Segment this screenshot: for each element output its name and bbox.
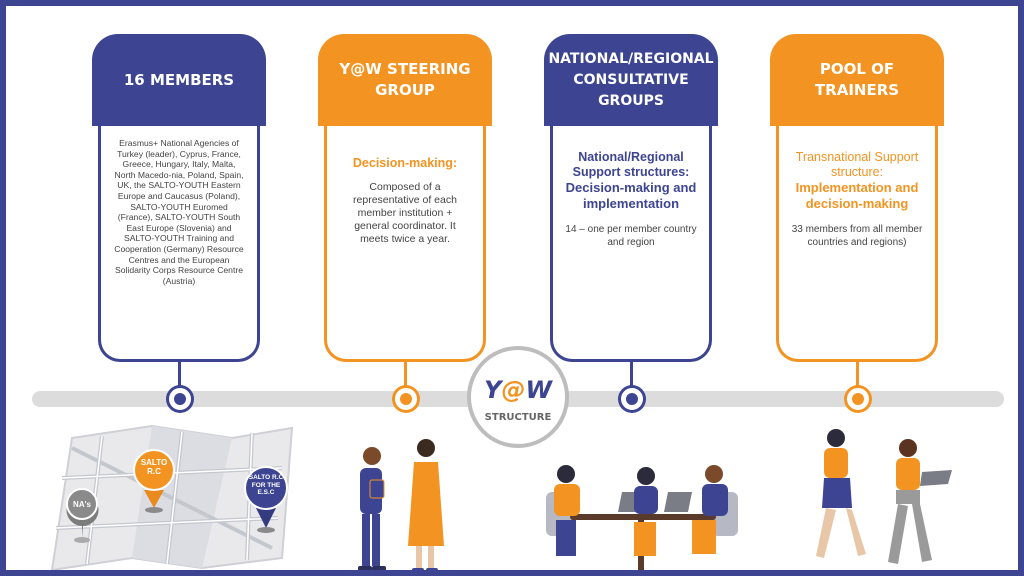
timeline-node-members: [169, 388, 191, 410]
card-steering-group-heading: Decision-making:: [352, 156, 458, 170]
timeline-node-pool-of-trainers: [847, 388, 869, 410]
timeline-node-consultative-groups: [621, 388, 643, 410]
card-steering-group-body: Decision-making: Composed of a represent…: [324, 126, 486, 362]
svg-text:NA's: NA's: [73, 500, 91, 509]
card-pool-of-trainers-title: POOL OF TRAINERS: [770, 34, 944, 126]
map-pin-salto-rc: SALTO R.C: [133, 449, 175, 513]
map-pin-salto-esc: SALTO R.C FOR THE E.S.C: [244, 466, 288, 533]
card-steering-group-description: Composed of a representative of each mem…: [353, 181, 457, 245]
card-members-title: 16 MEMBERS: [92, 34, 266, 126]
card-pool-of-trainers-stem: [856, 362, 859, 392]
card-steering-group-stem: [404, 362, 407, 392]
card-steering-group-title: Y@W STEERING GROUP: [318, 34, 492, 126]
map-pin-nas: NA's: [66, 488, 99, 543]
logo-subtitle: STRUCTURE: [484, 412, 552, 423]
card-members-stem: [178, 362, 181, 392]
logo-wordmark: Y@W: [484, 376, 552, 404]
card-consultative-groups-stem: [630, 362, 633, 392]
card-consultative-groups-heading: National/Regional Support structures:: [572, 150, 690, 179]
yaw-structure-logo: Y@W STRUCTURE: [467, 346, 569, 448]
illustration-trainers: [816, 429, 952, 564]
card-consultative-groups-title: NATIONAL/REGIONAL CONSULTATIVE GROUPS: [544, 34, 718, 126]
card-pool-of-trainers-description: 33 members from all member countries and…: [791, 224, 923, 248]
timeline-node-steering-group: [395, 388, 417, 410]
card-members-description: Erasmus+ National Agencies of Turkey (le…: [114, 138, 244, 286]
card-consultative-groups-emphasis: Decision-making and implementation: [565, 180, 697, 211]
map-illustration: NA's SALTO R.C SALTO R.C FOR THE E.S.C: [50, 424, 294, 570]
card-pool-of-trainers-heading: Transnational Support structure:: [795, 150, 919, 179]
illustration-consultative-meeting: [546, 465, 738, 570]
card-consultative-groups-description: 14 – one per member country and region: [565, 224, 697, 248]
card-members-body: Erasmus+ National Agencies of Turkey (le…: [98, 126, 260, 362]
card-pool-of-trainers-emphasis: Implementation and decision-making: [795, 180, 919, 211]
card-pool-of-trainers-body: Transnational Support structure: Impleme…: [776, 126, 938, 362]
card-consultative-groups-body: National/Regional Support structures: De…: [550, 126, 712, 362]
illustration-steering-people: [358, 439, 444, 570]
